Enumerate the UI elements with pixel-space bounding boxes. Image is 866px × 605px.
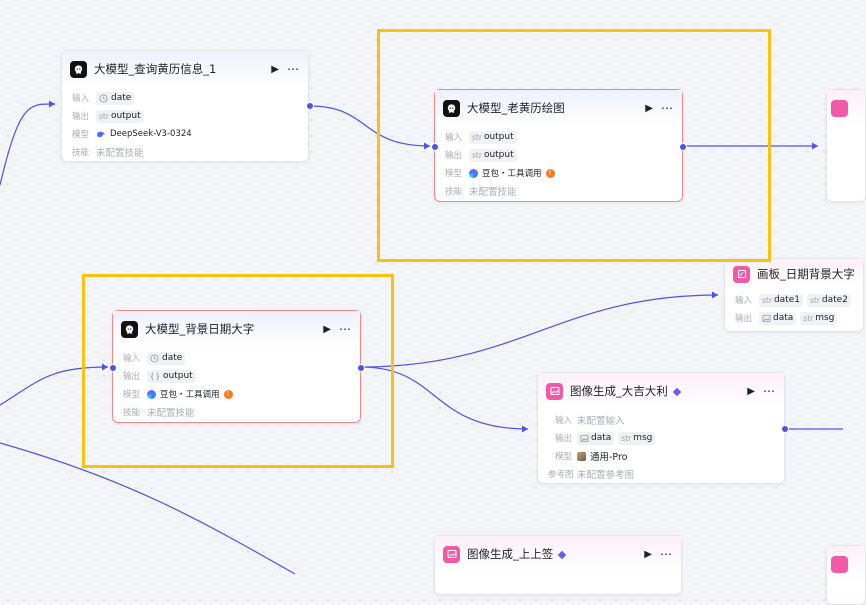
image-node-icon	[443, 545, 460, 563]
more-icon[interactable]: ⋯	[660, 547, 673, 561]
arrowhead	[49, 100, 55, 108]
node-title: 图像生成_大吉大利	[570, 383, 739, 399]
arrowhead	[522, 425, 528, 433]
image-node-icon	[831, 99, 848, 117]
more-icon[interactable]: ⋯	[763, 384, 776, 398]
more-icon[interactable]: ⋯	[287, 62, 300, 76]
node-offscreen-top[interactable]	[826, 89, 866, 202]
input-port[interactable]	[109, 364, 117, 372]
edge	[0, 103, 56, 186]
output-tag-data: data	[759, 311, 797, 325]
node-llm-bg-date[interactable]: 大模型_背景日期大字 ▶ ⋯ 输入 date 输出 output 模型 豆包・工…	[112, 310, 361, 423]
output-port[interactable]	[306, 102, 314, 110]
arrowhead	[102, 363, 108, 371]
more-icon[interactable]: ⋯	[339, 322, 352, 336]
warning-icon[interactable]: !	[223, 389, 233, 399]
input-port[interactable]	[431, 143, 439, 151]
doubao-icon	[469, 168, 478, 178]
edge	[360, 366, 529, 430]
highlight-box-huangli-draw	[377, 29, 771, 262]
premium-diamond-icon	[672, 387, 681, 396]
output-tag-data: data	[577, 431, 615, 445]
output-port[interactable]	[679, 143, 687, 151]
node-title: 画板_日期背景大字	[757, 267, 855, 281]
edge	[0, 442, 296, 575]
llm-node-icon	[70, 60, 87, 78]
skill-row: 技能 未配置技能	[445, 187, 517, 198]
output-port[interactable]	[357, 364, 365, 372]
connection-lines	[0, 100, 843, 575]
clock-icon	[99, 93, 108, 103]
node-offscreen-bottom[interactable]	[826, 545, 866, 605]
node-title: 大模型_老黄历绘图	[467, 101, 565, 115]
deepseek-whale-icon	[97, 131, 105, 137]
highlight-box-bg-date	[82, 274, 394, 468]
edge	[0, 366, 109, 406]
run-icon[interactable]: ▶	[645, 102, 653, 114]
node-title: 大模型_查询黄历信息_1	[94, 62, 217, 76]
input-tag-date: date	[96, 91, 135, 105]
doubao-icon	[147, 389, 156, 399]
image-node-icon	[831, 555, 848, 573]
input-row: 输入 date	[72, 89, 298, 107]
run-icon[interactable]: ▶	[271, 63, 279, 75]
input-row: 输入 未配置输入	[554, 416, 625, 427]
image-node-icon	[546, 382, 563, 400]
skill-row: 技能 未配置技能	[72, 148, 144, 159]
arrowhead	[812, 142, 818, 150]
llm-node-icon	[443, 99, 460, 117]
output-tag-object: output	[147, 369, 196, 383]
output-port[interactable]	[781, 425, 789, 433]
object-braces-icon	[150, 372, 160, 380]
skill-row: 技能 未配置技能	[123, 408, 195, 419]
run-icon[interactable]: ▶	[644, 548, 652, 560]
llm-node-icon	[121, 320, 138, 338]
model-avatar-icon	[577, 451, 586, 461]
arrowhead	[424, 142, 430, 150]
canvas-node-icon	[733, 265, 750, 283]
run-icon[interactable]: ▶	[323, 323, 331, 335]
output-row: 输出 output	[123, 367, 350, 385]
reference-row: 参考图 未配置参考图	[548, 470, 635, 481]
edge	[360, 294, 719, 368]
run-icon[interactable]: ▶	[747, 385, 755, 397]
clock-icon	[150, 353, 159, 363]
premium-diamond-icon	[558, 550, 567, 559]
image-type-icon	[580, 434, 589, 442]
input-tag-date: date	[147, 351, 186, 365]
input-row: 输入 date	[123, 349, 350, 367]
edge	[309, 105, 431, 147]
node-image-shangshang[interactable]: 图像生成_上上签 ▶ ⋯	[434, 535, 682, 595]
model-row: 模型 DeepSeek-V3-0324	[72, 129, 192, 140]
image-type-icon	[762, 314, 771, 322]
model-row: 模型 通用-Pro	[554, 451, 628, 463]
warning-icon[interactable]: !	[545, 168, 555, 178]
node-title: 大模型_背景日期大字	[145, 322, 255, 336]
model-row: 模型 豆包・工具调用 !	[123, 385, 350, 403]
node-title: 图像生成_上上签	[467, 546, 636, 562]
model-row: 模型 豆包・工具调用 !	[445, 164, 672, 182]
more-icon[interactable]: ⋯	[661, 101, 674, 115]
arrowhead	[712, 291, 718, 299]
